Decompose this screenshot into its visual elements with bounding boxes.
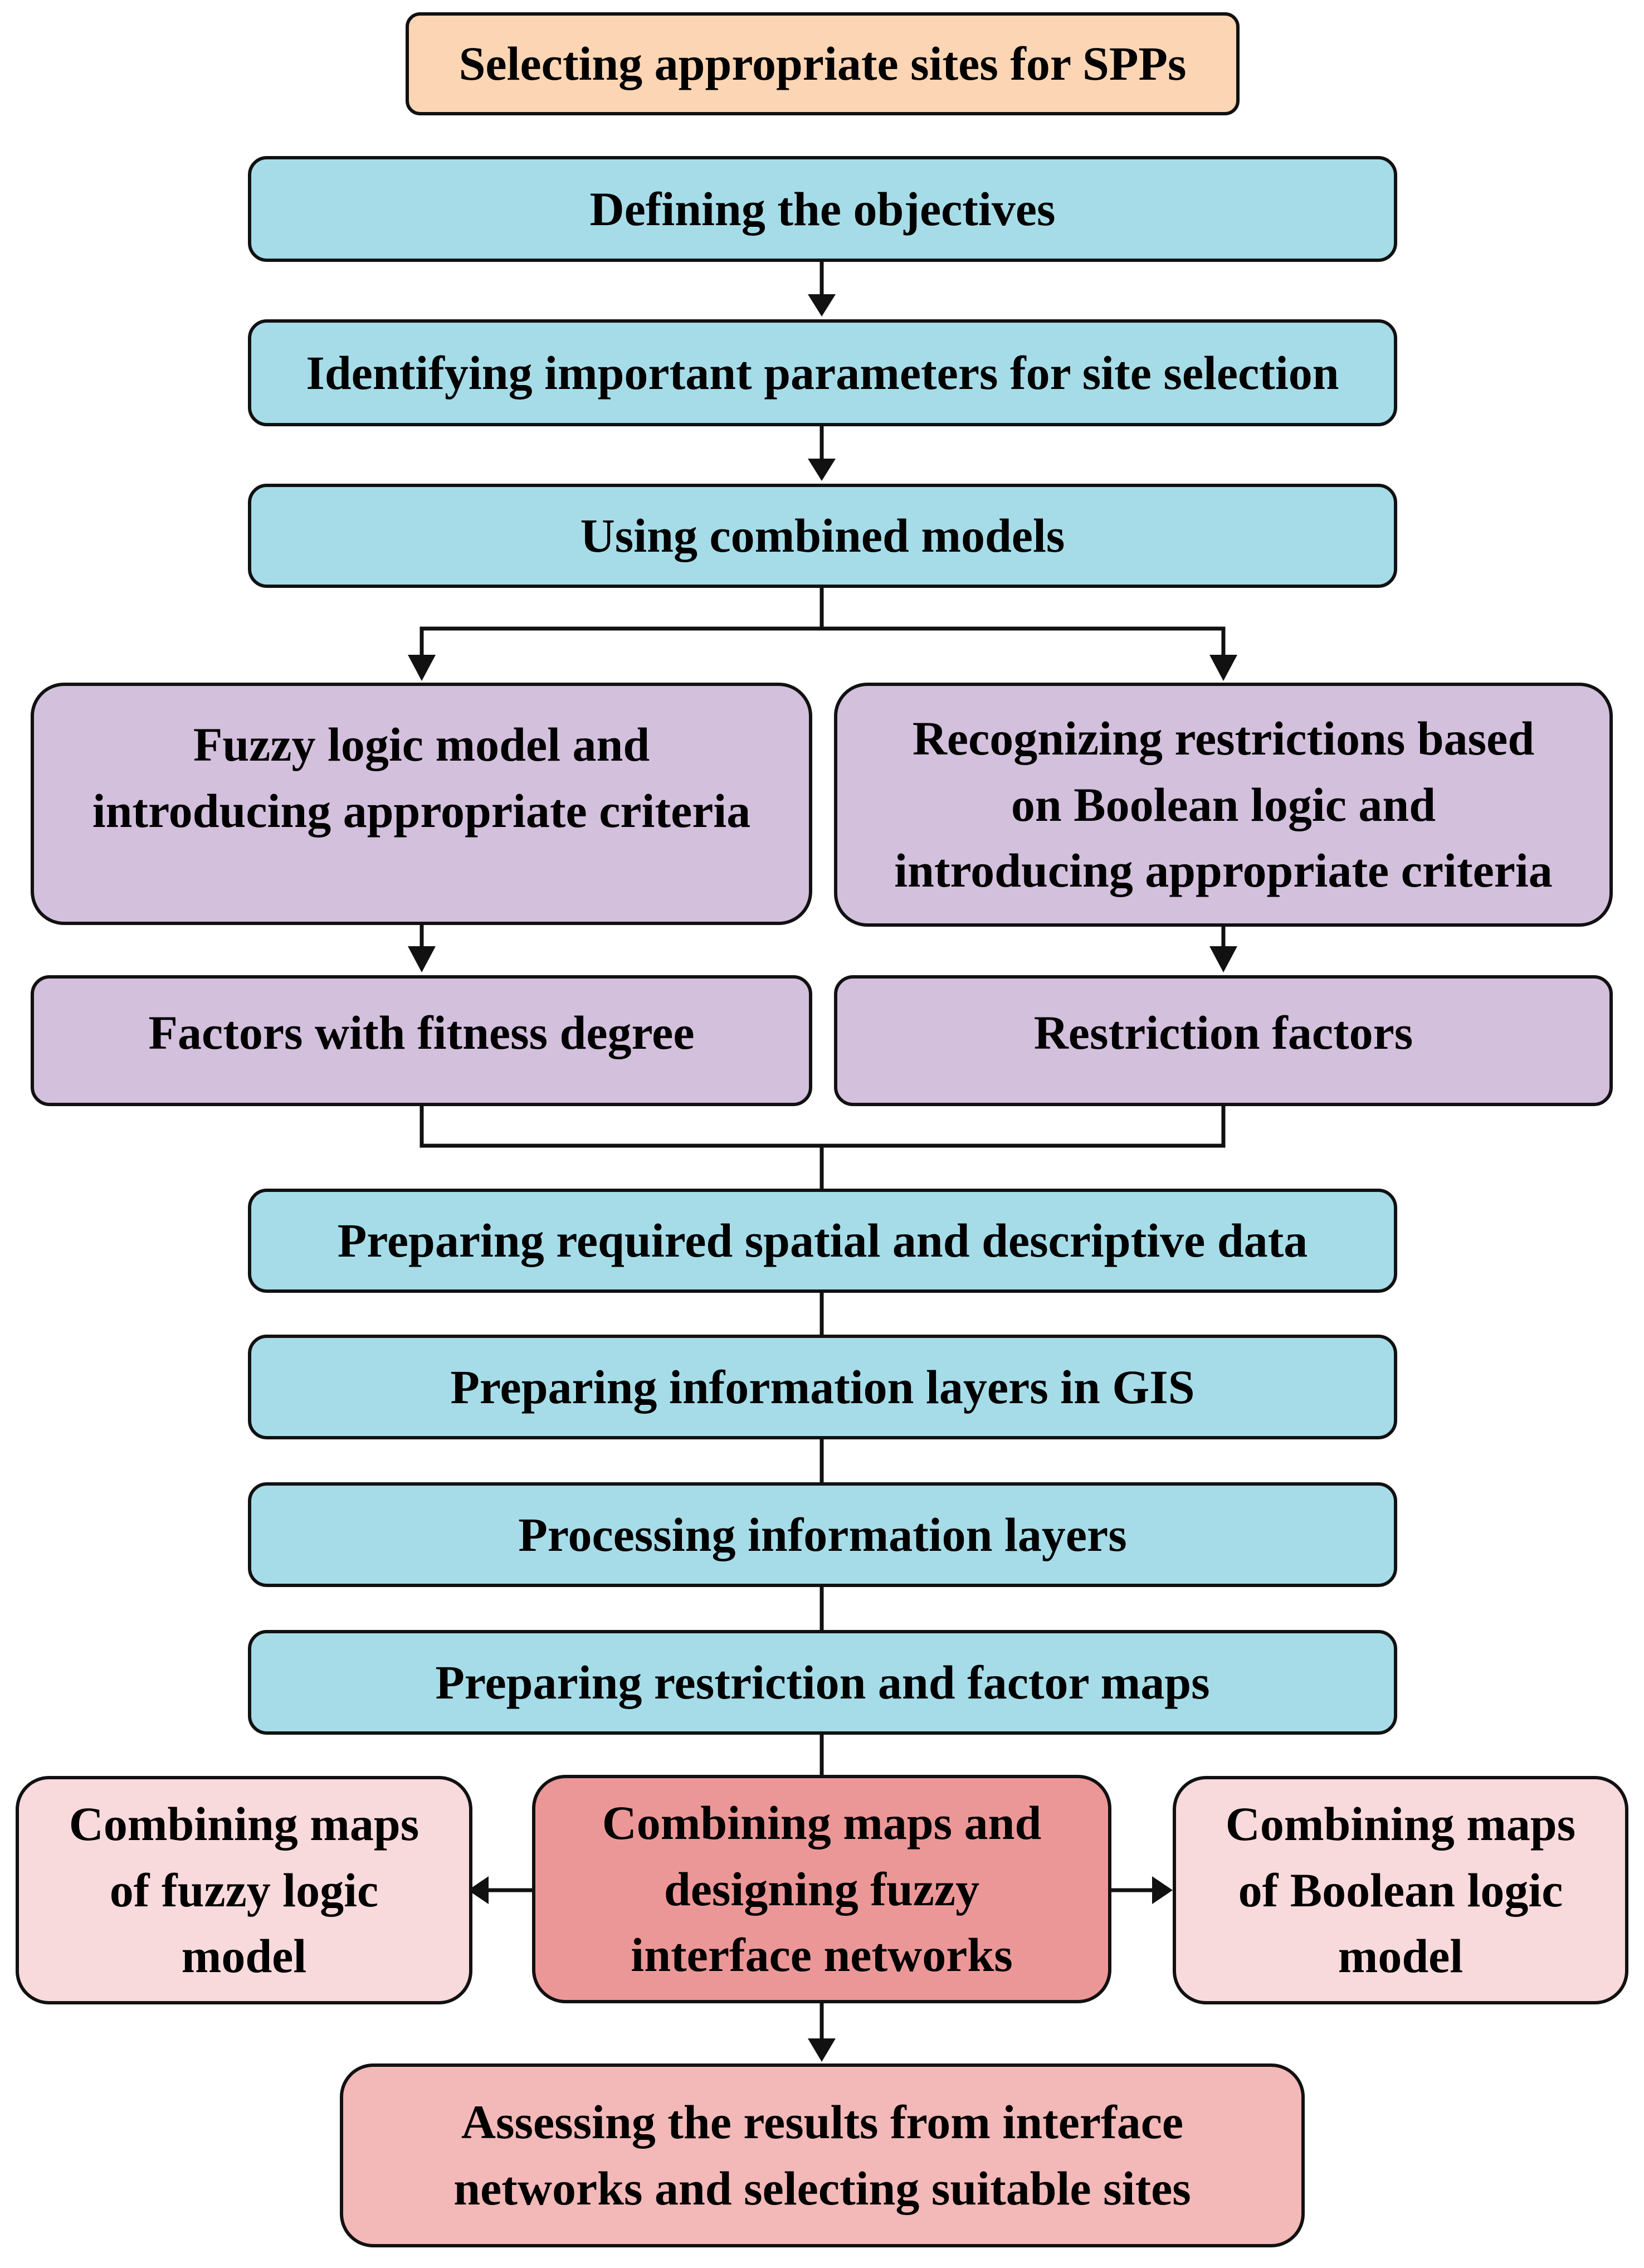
fitness-factors-text: Factors with fitness degree: [148, 1006, 695, 1059]
title-text: Selecting appropriate sites for SPPs: [458, 37, 1187, 91]
restriction-factors-box: Restriction factors: [834, 975, 1613, 1106]
combine-fuzzy-line-3: model: [181, 1929, 307, 1983]
fuzzy-model-line-1: Fuzzy logic model and: [193, 718, 650, 771]
combine-boolean-line-1: Combining maps: [1225, 1797, 1576, 1851]
arrowhead-restriction: [1209, 946, 1237, 972]
fitness-factors-box: Factors with fitness degree: [31, 975, 812, 1106]
boolean-restrictions-line-1: Recognizing restrictions based: [912, 711, 1535, 765]
title-box: Selecting appropriate sites for SPPs: [406, 12, 1240, 115]
arrowhead-combine-boolean: [1152, 1876, 1173, 1904]
prepare-data-text: Preparing required spatial and descripti…: [337, 1214, 1308, 1268]
prepare-data-box: Preparing required spatial and descripti…: [248, 1189, 1397, 1293]
process-layers-text: Processing information layers: [518, 1507, 1127, 1561]
assess-results-box: Assessing the results from interface net…: [340, 2063, 1305, 2247]
combined-models-text: Using combined models: [580, 509, 1065, 563]
arrowhead-combine-fuzzy: [468, 1876, 489, 1904]
boolean-restrictions-line-2: on Boolean logic and: [1011, 777, 1436, 831]
combine-design-line-1: Combining maps and: [602, 1795, 1042, 1850]
boolean-restrictions-line-3: introducing appropriate criteria: [894, 844, 1553, 898]
fuzzy-model-line-2: introducing appropriate criteria: [92, 783, 751, 838]
arrowhead-boolean: [1209, 655, 1237, 681]
combine-design-box: Combining maps and designing fuzzy inter…: [532, 1775, 1111, 2003]
combine-boolean-line-2: of Boolean logic: [1238, 1863, 1563, 1917]
combine-boolean-box: Combining maps of Boolean logic model: [1173, 1776, 1628, 2004]
fuzzy-model-box: Fuzzy logic model and introducing approp…: [31, 683, 812, 925]
arrowhead-fuzzy: [408, 655, 436, 681]
arrowhead-assess: [808, 2038, 836, 2062]
boolean-restrictions-box: Recognizing restrictions based on Boolea…: [834, 683, 1613, 927]
combine-fuzzy-line-2: of fuzzy logic: [109, 1863, 379, 1917]
arrowhead-fitness: [408, 946, 436, 972]
prepare-maps-text: Preparing restriction and factor maps: [435, 1655, 1210, 1709]
arrowhead-models: [808, 459, 836, 481]
define-objectives-box: Defining the objectives: [248, 156, 1397, 262]
identify-parameters-text: Identifying important parameters for sit…: [306, 345, 1339, 400]
arrowhead-parameters: [808, 294, 836, 317]
combine-design-line-3: interface networks: [631, 1928, 1013, 1982]
combine-fuzzy-box: Combining maps of fuzzy logic model: [16, 1776, 472, 2004]
identify-parameters-box: Identifying important parameters for sit…: [248, 319, 1397, 426]
assess-results-line-2: networks and selecting suitable sites: [453, 2162, 1191, 2215]
combine-fuzzy-line-1: Combining maps: [69, 1797, 419, 1851]
prepare-layers-text: Preparing information layers in GIS: [450, 1360, 1195, 1414]
define-objectives-text: Defining the objectives: [589, 182, 1056, 236]
combine-design-line-2: designing fuzzy: [664, 1862, 980, 1916]
combine-boolean-line-3: model: [1338, 1929, 1463, 1983]
prepare-maps-box: Preparing restriction and factor maps: [248, 1630, 1397, 1735]
combined-models-box: Using combined models: [248, 484, 1397, 588]
process-layers-box: Processing information layers: [248, 1482, 1397, 1587]
prepare-layers-box: Preparing information layers in GIS: [248, 1335, 1397, 1439]
assess-results-line-1: Assessing the results from interface: [461, 2095, 1184, 2149]
restriction-factors-text: Restriction factors: [1033, 1006, 1413, 1059]
